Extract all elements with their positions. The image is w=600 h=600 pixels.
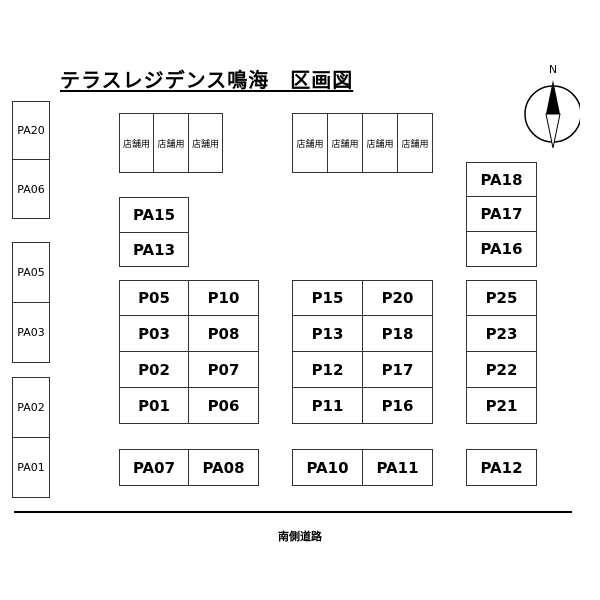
shop-space: 店舗用 <box>292 113 328 173</box>
parking-space: P23 <box>466 315 537 352</box>
parking-space: PA10 <box>292 449 363 486</box>
parking-space: PA15 <box>119 197 189 233</box>
shop-space: 店舗用 <box>188 113 223 173</box>
parking-space: P13 <box>292 315 363 352</box>
parking-space: P20 <box>362 280 433 316</box>
road-label: 南側道路 <box>278 530 322 543</box>
parking-space: PA02 <box>12 377 50 438</box>
parking-space: P08 <box>188 315 259 352</box>
shop-space: 店舗用 <box>119 113 154 173</box>
parking-space: PA06 <box>12 159 50 219</box>
shop-space: 店舗用 <box>397 113 433 173</box>
parking-space: P06 <box>188 387 259 424</box>
parking-space: P10 <box>188 280 259 316</box>
parking-space: PA07 <box>119 449 189 486</box>
parking-space: PA16 <box>466 231 537 267</box>
road-line <box>14 511 572 513</box>
parking-space: P01 <box>119 387 189 424</box>
parking-space: P05 <box>119 280 189 316</box>
parking-space: P21 <box>466 387 537 424</box>
parking-space: P22 <box>466 351 537 388</box>
shop-space: 店舗用 <box>327 113 363 173</box>
parking-space: P18 <box>362 315 433 352</box>
parking-space: P11 <box>292 387 363 424</box>
compass-icon: N <box>524 63 580 148</box>
parking-space: PA12 <box>466 449 537 486</box>
parking-space: PA11 <box>362 449 433 486</box>
parking-space: P03 <box>119 315 189 352</box>
parking-space: PA17 <box>466 196 537 232</box>
shop-space: 店舗用 <box>153 113 189 173</box>
page-title: テラスレジデンス鳴海 区画図 <box>60 68 354 92</box>
parking-space: P17 <box>362 351 433 388</box>
parking-space: P16 <box>362 387 433 424</box>
compass-north-label: N <box>549 63 557 76</box>
parking-space: PA08 <box>188 449 259 486</box>
parking-space: PA13 <box>119 232 189 267</box>
parking-space: P02 <box>119 351 189 388</box>
parking-space: PA05 <box>12 242 50 303</box>
parking-space: P07 <box>188 351 259 388</box>
parking-space: PA20 <box>12 101 50 160</box>
parking-space: P12 <box>292 351 363 388</box>
parking-space: PA03 <box>12 302 50 363</box>
parking-space: P25 <box>466 280 537 316</box>
parking-space: PA01 <box>12 437 50 498</box>
parking-space: P15 <box>292 280 363 316</box>
parking-space: PA18 <box>466 162 537 197</box>
shop-space: 店舗用 <box>362 113 398 173</box>
